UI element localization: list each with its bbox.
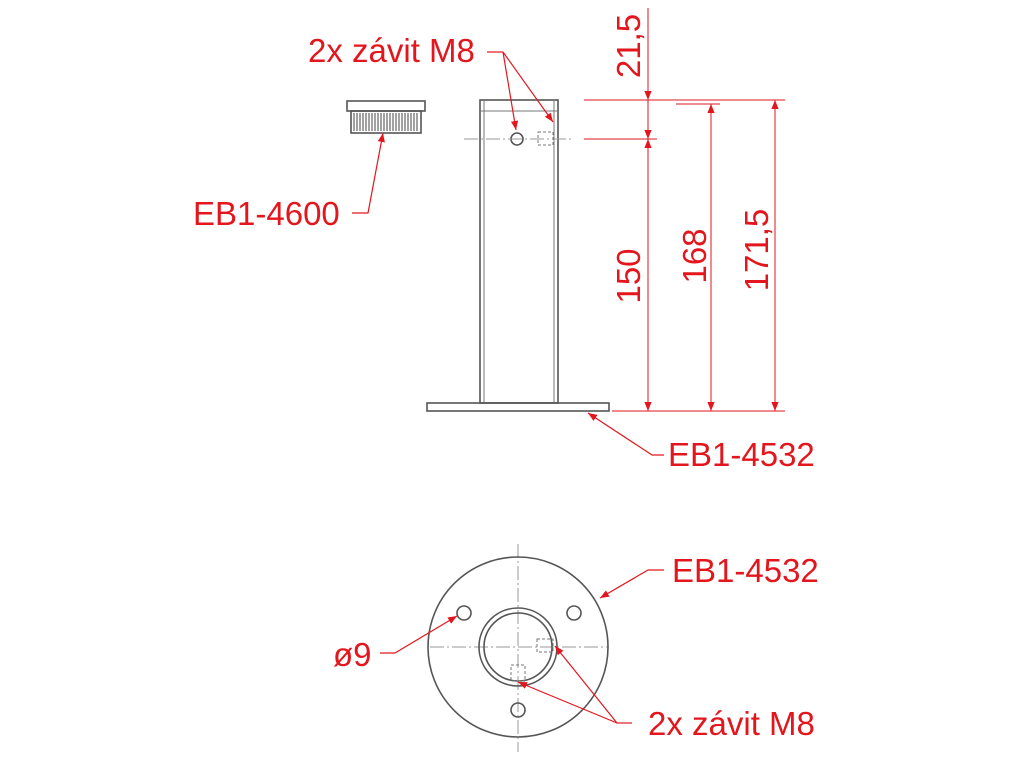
label-flange-side-part: EB1-4532 bbox=[668, 436, 815, 473]
top-view bbox=[427, 544, 609, 752]
mount-hole-left bbox=[456, 605, 472, 621]
mount-hole-bottom bbox=[510, 702, 526, 718]
label-hole-diameter: ø9 bbox=[333, 636, 372, 673]
dim-171-5-text: 171,5 bbox=[738, 209, 775, 292]
hidden-thread-top-a bbox=[536, 638, 554, 653]
dim-150-text: 150 bbox=[610, 248, 647, 303]
hidden-thread-top-b bbox=[510, 664, 526, 682]
mount-hole-right bbox=[566, 605, 582, 621]
dim-21-5-text: 21,5 bbox=[610, 14, 647, 78]
flange-outline-top bbox=[427, 556, 609, 738]
label-thread-top: 2x závit M8 bbox=[308, 32, 475, 69]
label-thread-bottom: 2x závit M8 bbox=[648, 705, 815, 742]
flange-plate-side bbox=[426, 402, 610, 412]
label-flange-top-part: EB1-4532 bbox=[672, 552, 819, 589]
label-cap-part: EB1-4600 bbox=[193, 195, 340, 232]
dim-168-text: 168 bbox=[676, 228, 713, 283]
top-view-leaders bbox=[380, 569, 664, 724]
dimension-lines: 21,5 150 168 171,5 bbox=[584, 8, 785, 412]
side-view bbox=[346, 99, 610, 412]
side-view-leaders bbox=[352, 51, 664, 456]
cap-part bbox=[346, 100, 426, 134]
